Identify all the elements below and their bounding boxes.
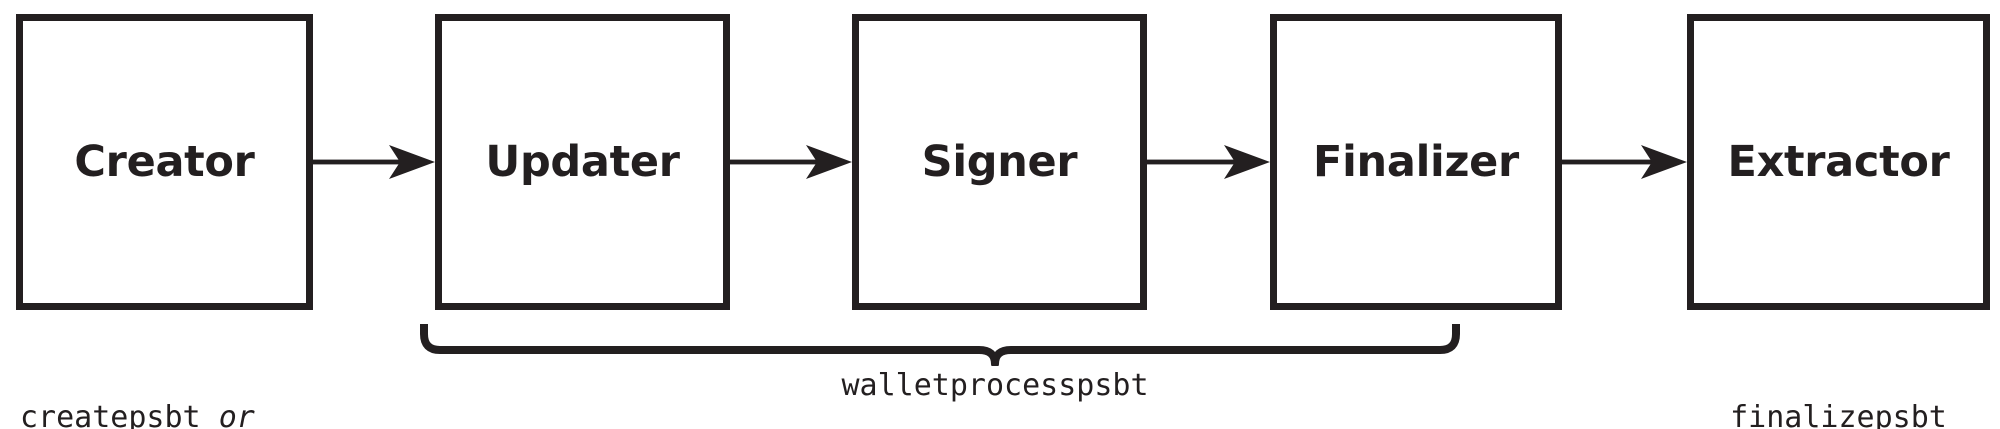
caption-creator-line1: createpsbt or [20, 398, 255, 429]
caption-creator: createpsbt or converttopsbt [20, 318, 255, 429]
arrow-glyph [1147, 145, 1270, 179]
caption-walletprocesspsbt: walletprocesspsbt [841, 368, 1149, 403]
stage-box-finalizer[interactable]: Finalizer [1270, 14, 1562, 310]
curly-brace-glyph [420, 324, 1460, 368]
stage-label-creator: Creator [74, 136, 255, 187]
caption-finalizepsbt: finalizepsbt [1730, 399, 1947, 429]
stage-label-signer: Signer [921, 136, 1078, 187]
caption-createpsbt: createpsbt [20, 399, 201, 429]
arrow-glyph [730, 145, 852, 179]
arrow-updater-to-signer [730, 139, 852, 185]
stage-box-creator[interactable]: Creator [16, 14, 313, 310]
caption-extractor: finalizepsbt [1687, 318, 1990, 429]
stage-label-finalizer: Finalizer [1313, 136, 1519, 187]
stage-box-extractor[interactable]: Extractor [1687, 14, 1990, 310]
arrow-glyph [313, 145, 435, 179]
arrow-creator-to-updater [313, 139, 435, 185]
brace-group [420, 322, 1460, 368]
stage-box-updater[interactable]: Updater [435, 14, 730, 310]
arrow-finalizer-to-extractor [1562, 139, 1687, 185]
arrow-signer-to-finalizer [1147, 139, 1270, 185]
caption-or: or [218, 399, 255, 429]
caption-space [201, 400, 219, 429]
stage-label-extractor: Extractor [1727, 136, 1950, 187]
arrow-glyph [1562, 145, 1687, 179]
stage-box-signer[interactable]: Signer [852, 14, 1147, 310]
stage-label-updater: Updater [485, 136, 680, 187]
